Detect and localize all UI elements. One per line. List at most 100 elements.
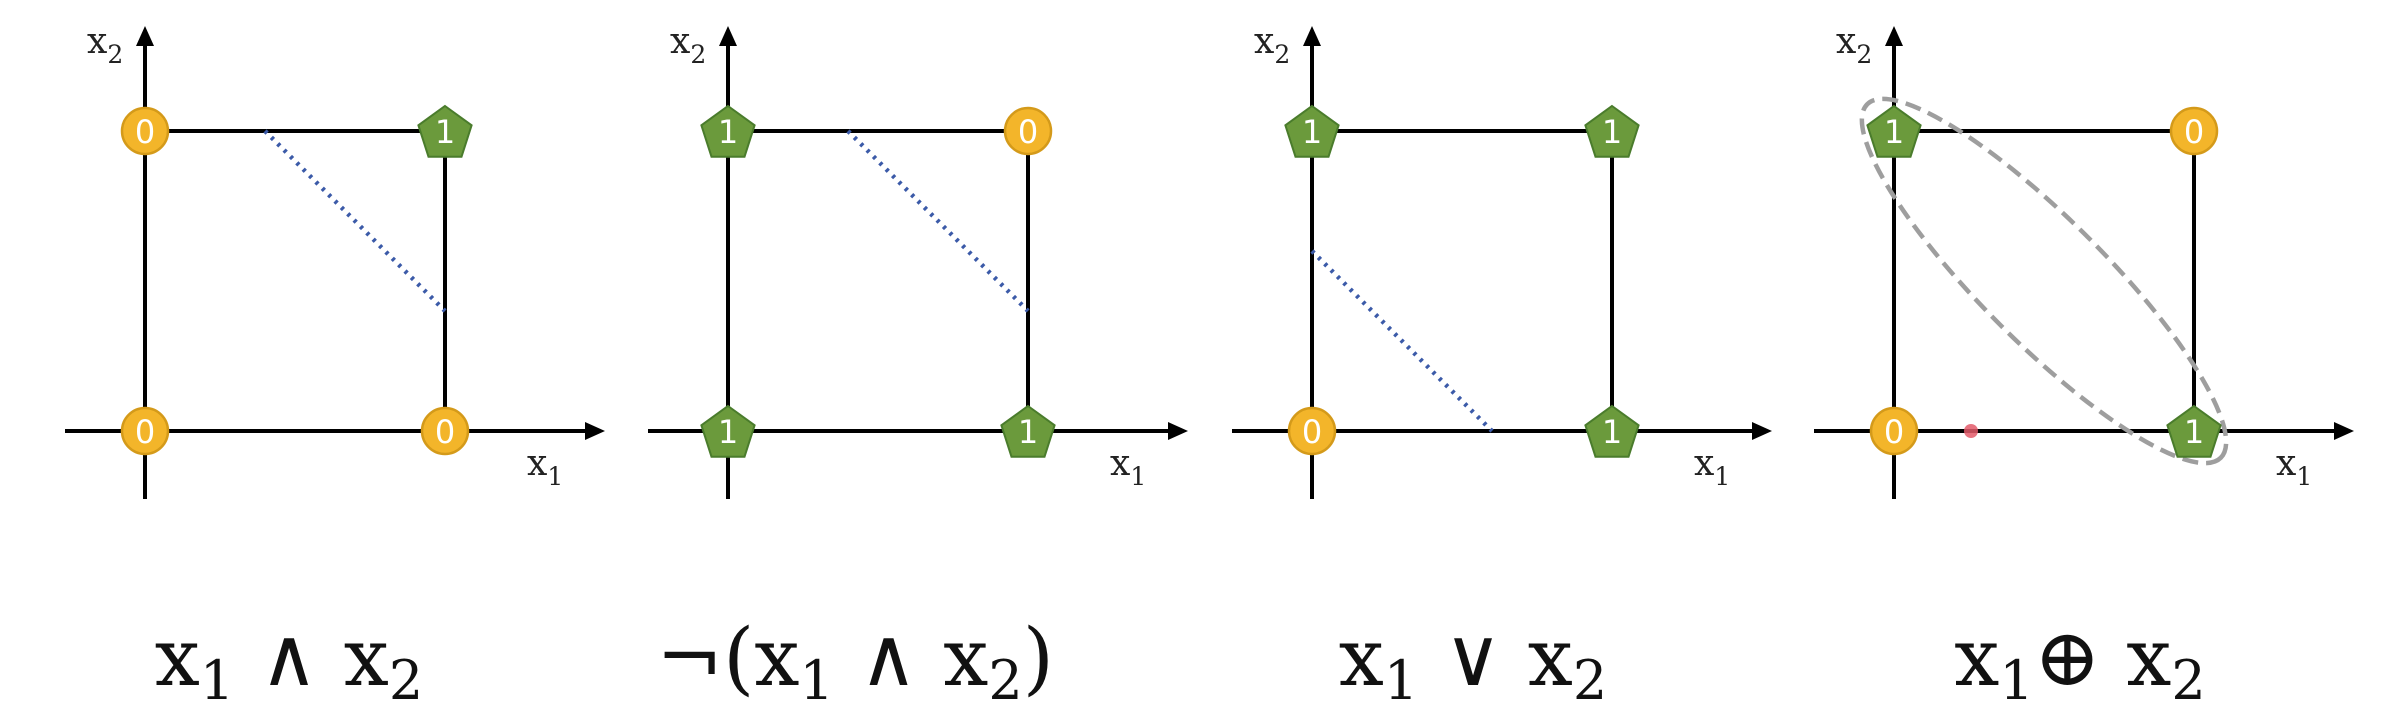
- y-axis-label: x2: [87, 21, 123, 69]
- caption-var-a-sub: 1: [200, 649, 234, 712]
- point-11: 0: [2169, 106, 2219, 156]
- y-axis-label: x2: [1254, 21, 1290, 69]
- caption-var-b: x: [1528, 611, 1573, 704]
- circle-marker-icon: [1287, 406, 1337, 456]
- y-axis-label-base: x: [670, 21, 690, 62]
- x-axis-arrow-icon: [1168, 422, 1188, 440]
- point-value-label: 0: [2184, 113, 2204, 151]
- pentagon-marker-icon: [1584, 104, 1640, 158]
- caption-var-b-sub: 2: [389, 649, 423, 712]
- caption-var-a: x: [155, 611, 200, 704]
- point-value-label: 0: [135, 413, 155, 451]
- decision-boundary-line: [1310, 249, 1494, 433]
- x-axis-label-sub: 1: [1130, 462, 1146, 491]
- pentagon-marker-icon: [700, 104, 756, 158]
- caption-var-b: x: [943, 611, 988, 704]
- point-value-label: 1: [1884, 113, 1904, 151]
- point-value-label: 0: [1018, 113, 1038, 151]
- grouping-ellipse: [1859, 96, 2229, 466]
- point-00: 0: [1869, 406, 1919, 456]
- x-axis-arrow-icon: [585, 422, 605, 440]
- y-axis-label: x2: [670, 21, 706, 69]
- x-axis-label-base: x: [1694, 443, 1714, 484]
- point-01: 1: [700, 104, 756, 158]
- caption-var-a: x: [754, 611, 799, 704]
- y-axis-label-base: x: [1836, 21, 1856, 62]
- y-axis-label: x2: [1836, 21, 1872, 69]
- x-axis-label-sub: 1: [2296, 462, 2312, 491]
- caption-operator: ∨: [1418, 611, 1527, 704]
- point-01: 1: [1284, 104, 1340, 158]
- x-axis-label-sub: 1: [1714, 462, 1730, 491]
- point-10: 1: [2166, 404, 2222, 458]
- point-00: 1: [700, 404, 756, 458]
- point-value-label: 0: [135, 113, 155, 151]
- caption-var-b-sub: 2: [1573, 649, 1607, 712]
- y-axis-label-sub: 2: [1856, 40, 1872, 69]
- caption-var-b-sub: 2: [988, 649, 1022, 712]
- pentagon-marker-icon: [1584, 404, 1640, 458]
- pentagon-marker-icon: [700, 404, 756, 458]
- caption-var-a-sub: 1: [799, 649, 833, 712]
- pentagon-marker-icon: [1866, 104, 1922, 158]
- x-axis-arrow-icon: [1752, 422, 1772, 440]
- x-axis-arrow-icon: [2334, 422, 2354, 440]
- x-axis-label: x1: [527, 443, 563, 491]
- circle-marker-icon: [120, 106, 170, 156]
- x-axis-label: x1: [1110, 443, 1146, 491]
- point-value-label: 0: [1884, 413, 1904, 451]
- y-axis-arrow-icon: [1885, 26, 1903, 46]
- point-01: 0: [120, 106, 170, 156]
- unit-square-edges: [1894, 129, 2196, 431]
- pentagon-marker-icon: [1284, 104, 1340, 158]
- circle-marker-icon: [2169, 106, 2219, 156]
- x-axis-label-base: x: [1110, 443, 1130, 484]
- unit-square-edges: [145, 129, 447, 431]
- point-10: 1: [1584, 404, 1640, 458]
- circle-marker-icon: [1003, 106, 1053, 156]
- pentagon-marker-icon: [2166, 404, 2222, 458]
- unit-square-edges: [728, 129, 1030, 431]
- circle-marker-icon: [1869, 406, 1919, 456]
- x-axis-label: x1: [2276, 443, 2312, 491]
- caption-prefix: ¬(: [656, 611, 754, 704]
- caption-suffix: ): [1023, 611, 1054, 704]
- unit-square-edges: [1312, 129, 1614, 431]
- point-value-label: 1: [1602, 413, 1622, 451]
- caption-nand: ¬(x1 ∧ x2): [656, 611, 1054, 712]
- caption-var-a-sub: 1: [1384, 649, 1418, 712]
- point-value-label: 1: [1602, 113, 1622, 151]
- caption-and: x1 ∧ x2: [155, 611, 423, 712]
- decision-boundary-line: [263, 129, 447, 313]
- x-axis-label-sub: 1: [547, 462, 563, 491]
- y-axis-label-base: x: [87, 21, 107, 62]
- y-axis-label-base: x: [1254, 21, 1274, 62]
- point-10: 1: [1000, 404, 1056, 458]
- point-01: 1: [1866, 104, 1922, 158]
- x-axis-label-base: x: [527, 443, 547, 484]
- y-axis-label-sub: 2: [690, 40, 706, 69]
- y-axis-label-sub: 2: [1274, 40, 1290, 69]
- point-11: 0: [1003, 106, 1053, 156]
- caption-xor: x1⊕ x2: [1954, 611, 2205, 712]
- caption-var-a: x: [1339, 611, 1384, 704]
- caption-var-b: x: [344, 611, 389, 704]
- point-value-label: 0: [435, 413, 455, 451]
- pointer-dot-icon: [1964, 424, 1978, 438]
- point-value-label: 1: [1302, 113, 1322, 151]
- point-11: 1: [1584, 104, 1640, 158]
- circle-marker-icon: [120, 406, 170, 456]
- point-00: 0: [120, 406, 170, 456]
- point-00: 0: [1287, 406, 1337, 456]
- caption-or: x1 ∨ x2: [1339, 611, 1607, 712]
- y-axis-arrow-icon: [719, 26, 737, 46]
- caption-operator: ∧: [834, 611, 943, 704]
- circle-marker-icon: [420, 406, 470, 456]
- y-axis-arrow-icon: [1303, 26, 1321, 46]
- pentagon-marker-icon: [1000, 404, 1056, 458]
- point-value-label: 1: [1018, 413, 1038, 451]
